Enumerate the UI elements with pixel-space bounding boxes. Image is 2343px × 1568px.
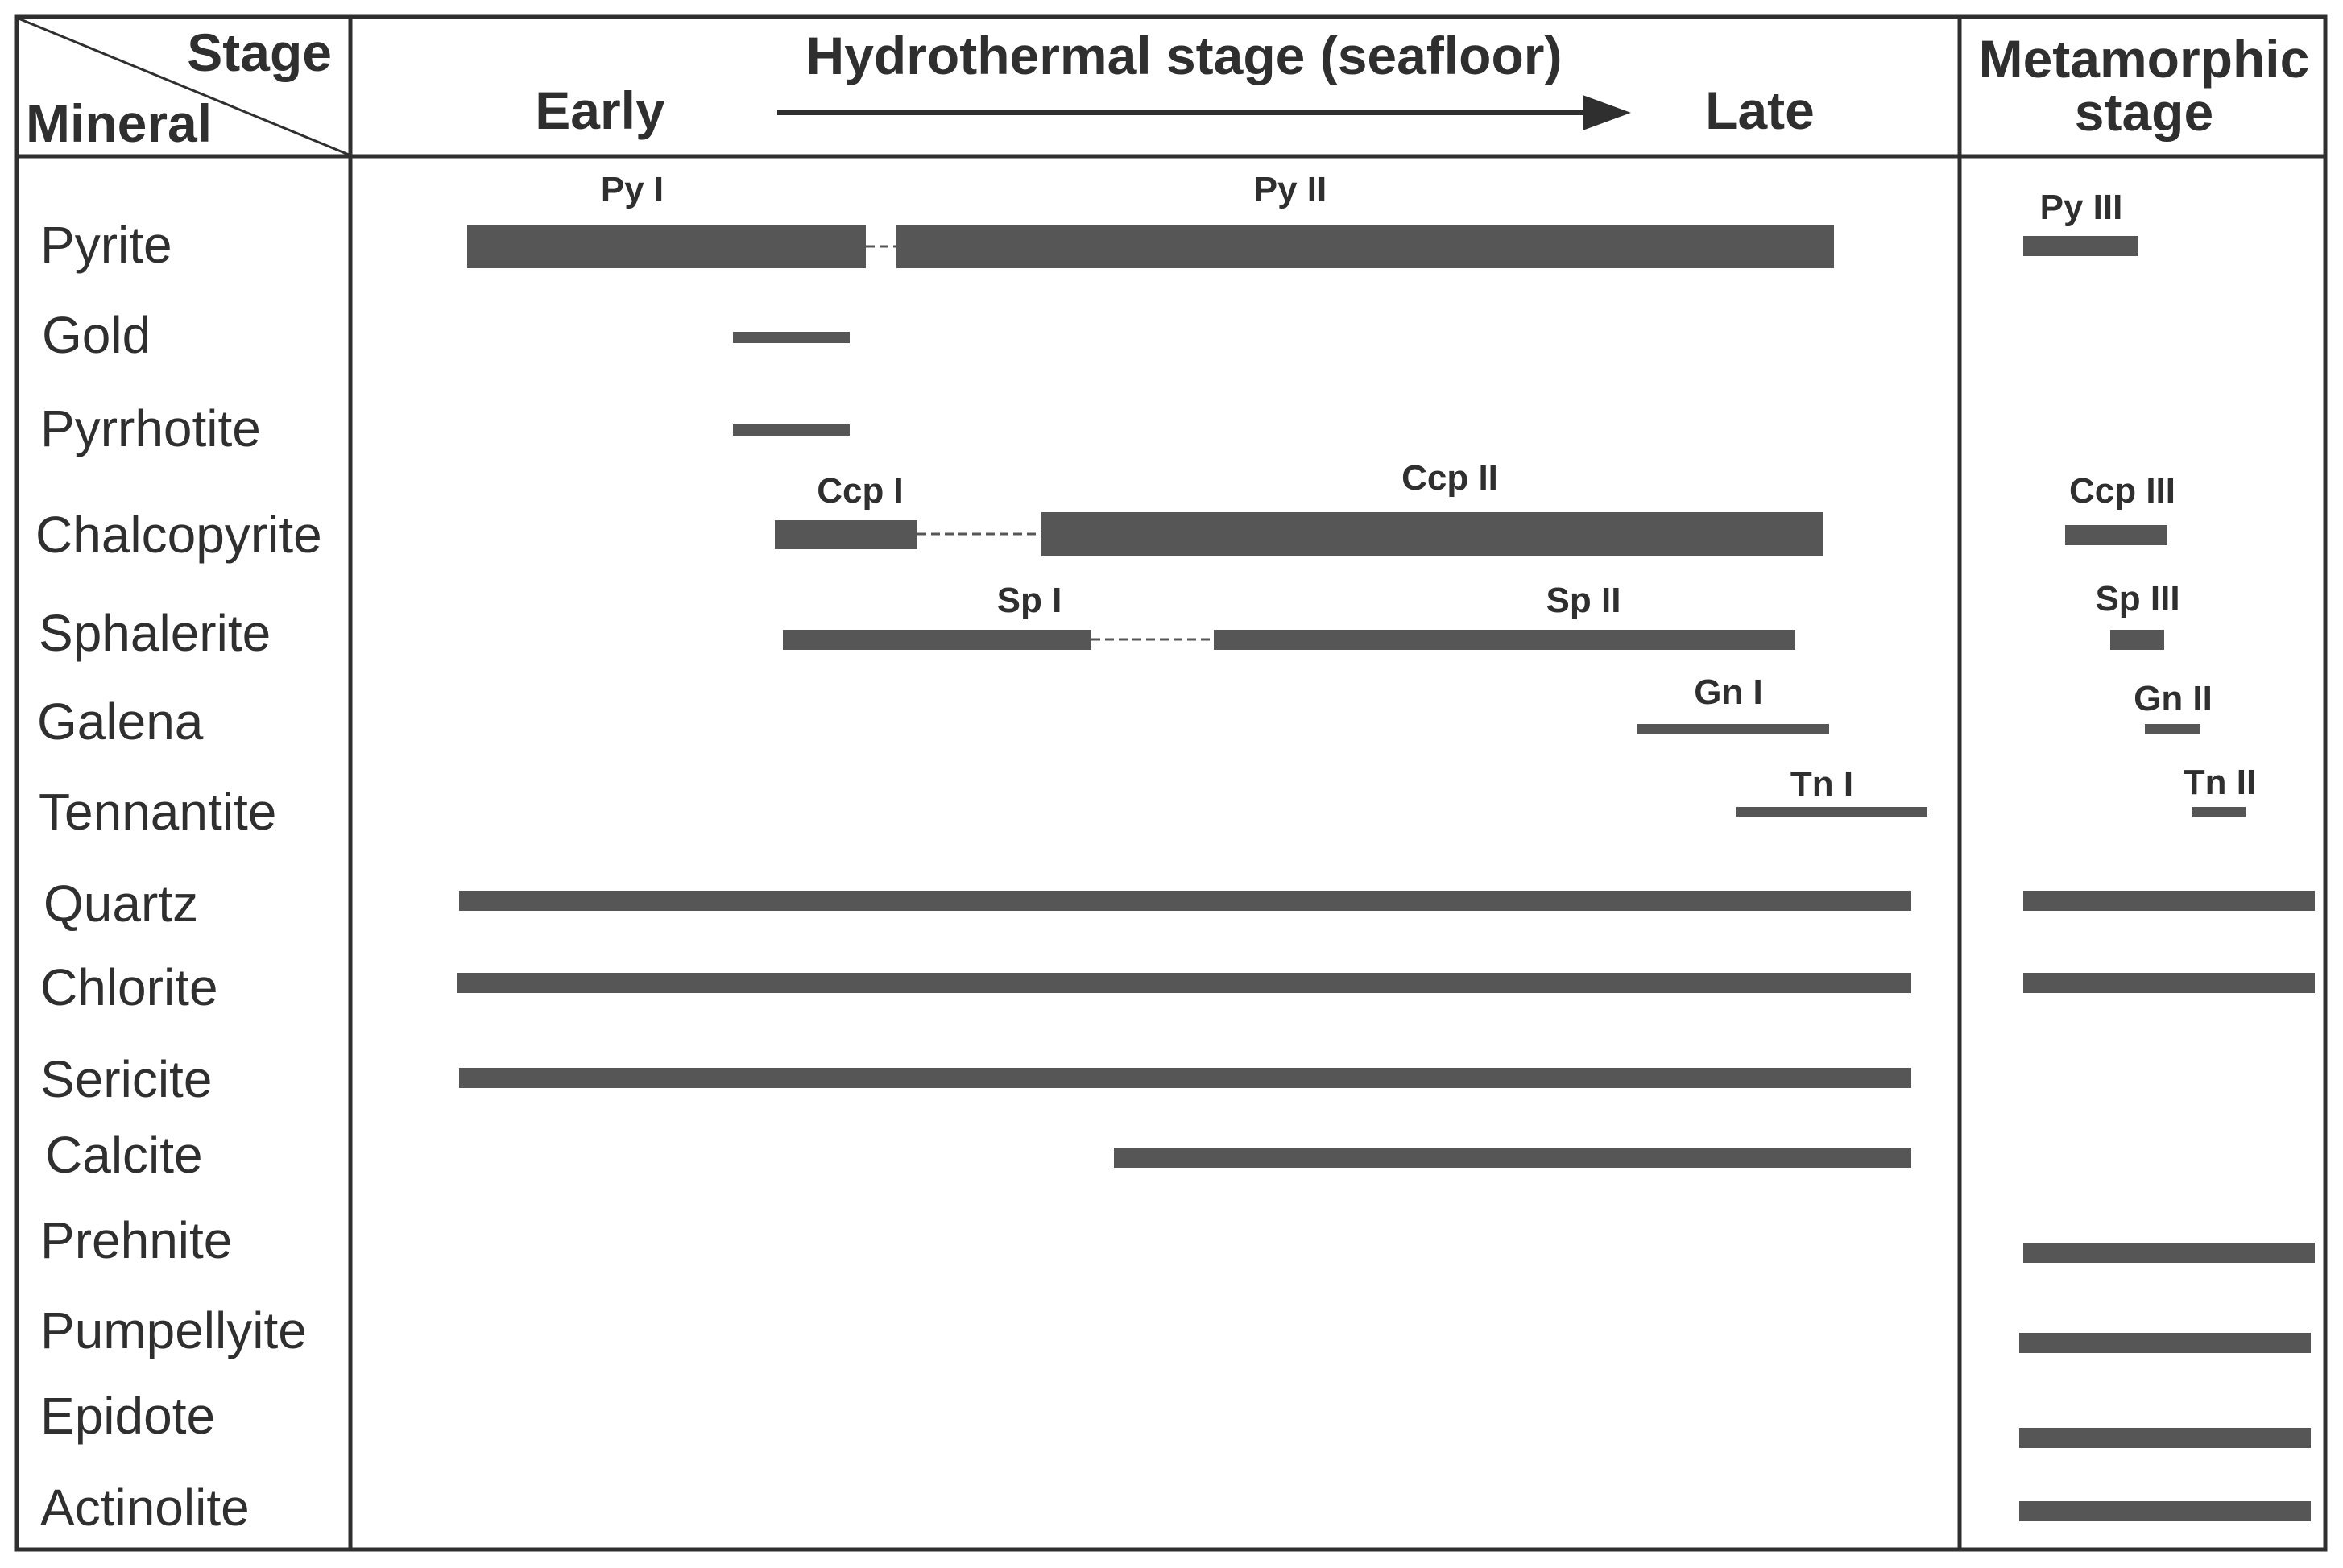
row-pumpellyite [2019, 1333, 2311, 1353]
mineral-name-gold: Gold [42, 306, 151, 364]
mineral-name-epidote: Epidote [40, 1387, 215, 1445]
mineral-name-chlorite: Chlorite [40, 958, 218, 1016]
mineral-name-calcite: Calcite [45, 1126, 203, 1184]
bar-quartz-metamorphic [2023, 891, 2315, 911]
label-ccp-ii: Ccp II [1401, 458, 1498, 498]
label-ccp-iii: Ccp III [2069, 471, 2175, 511]
row-prehnite [2023, 1243, 2315, 1263]
mineral-name-pyrite: Pyrite [40, 216, 172, 274]
time-arrow [777, 95, 1631, 130]
metamorphic-stage-title-line2: stage [2075, 82, 2213, 142]
label-py-i: Py I [601, 170, 664, 209]
label-sp-i: Sp I [997, 581, 1062, 620]
row-chalcopyrite: Ccp I Ccp II Ccp III [775, 458, 2175, 556]
bar-sericite-hydrothermal [459, 1068, 1911, 1088]
stage-header-label: Stage [187, 23, 332, 82]
bar-pumpellyite-metamorphic [2019, 1333, 2311, 1353]
bar-ccp-ii [1041, 512, 1823, 556]
label-sp-iii: Sp III [2095, 579, 2179, 619]
label-tn-i: Tn I [1790, 764, 1853, 804]
row-actinolite [2019, 1501, 2311, 1521]
row-calcite [1114, 1148, 1911, 1168]
mineral-name-galena: Galena [37, 693, 204, 751]
label-gn-i: Gn I [1694, 672, 1763, 712]
bar-chlorite-metamorphic [2023, 973, 2315, 993]
bar-gn-i [1637, 724, 1829, 734]
bar-quartz-hydrothermal [459, 891, 1911, 911]
row-sphalerite: Sp I Sp II Sp III [783, 579, 2180, 650]
mineral-name-quartz: Quartz [43, 875, 198, 933]
bar-calcite-hydrothermal [1114, 1148, 1911, 1168]
mineral-name-tennantite: Tennantite [39, 783, 276, 841]
mineral-names: Pyrite Gold Pyrrhotite Chalcopyrite Spha… [35, 216, 322, 1537]
bar-tn-ii [2192, 807, 2246, 817]
bar-ccp-iii [2065, 525, 2167, 545]
mineral-header-label: Mineral [26, 93, 212, 153]
bar-chlorite-hydrothermal [457, 973, 1911, 993]
label-py-iii: Py III [2040, 188, 2123, 227]
mineral-name-pumpellyite: Pumpellyite [40, 1301, 307, 1359]
hydrothermal-stage-title: Hydrothermal stage (seafloor) [806, 26, 1563, 85]
label-sp-ii: Sp II [1546, 581, 1621, 620]
early-label: Early [535, 81, 665, 140]
header-diagonal [18, 17, 350, 156]
mineral-name-actinolite: Actinolite [40, 1479, 250, 1537]
bar-sp-i [783, 630, 1091, 650]
row-chlorite [457, 973, 2315, 993]
bar-actinolite-metamorphic [2019, 1501, 2311, 1521]
bar-ccp-i [775, 520, 917, 549]
row-sericite [459, 1068, 1911, 1088]
mineral-name-chalcopyrite: Chalcopyrite [35, 506, 322, 564]
outer-frame [14, 14, 2328, 1552]
bar-sp-iii [2110, 630, 2164, 650]
mineral-name-prehnite: Prehnite [40, 1211, 232, 1269]
row-pyrrhotite [733, 424, 850, 436]
row-galena: Gn I Gn II [1637, 672, 2213, 734]
bar-py-i [467, 225, 866, 268]
bar-gold [733, 332, 850, 343]
label-py-ii: Py II [1254, 170, 1327, 209]
bar-pyrrhotite [733, 424, 850, 436]
row-tennantite: Tn I Tn II [1736, 763, 2256, 817]
row-quartz [459, 891, 2315, 911]
metamorphic-stage-title-line1: Metamorphic [1979, 29, 2310, 89]
bar-prehnite-metamorphic [2023, 1243, 2315, 1263]
bar-sp-ii [1214, 630, 1795, 650]
row-epidote [2019, 1428, 2311, 1448]
bar-gn-ii [2145, 724, 2200, 734]
bar-py-ii [896, 225, 1834, 268]
late-label: Late [1705, 81, 1815, 140]
bar-epidote-metamorphic [2019, 1428, 2311, 1448]
mineral-name-sericite: Sericite [40, 1050, 212, 1108]
label-tn-ii: Tn II [2184, 763, 2256, 802]
row-pyrite: Py I Py II Py III [467, 170, 2138, 268]
bar-tn-i [1736, 807, 1927, 817]
label-ccp-i: Ccp I [817, 471, 904, 511]
bar-py-iii [2023, 236, 2138, 256]
label-gn-ii: Gn II [2134, 679, 2213, 718]
mineral-name-sphalerite: Sphalerite [39, 604, 271, 662]
row-gold [733, 332, 850, 343]
mineral-name-pyrrhotite: Pyrrhotite [40, 399, 261, 457]
